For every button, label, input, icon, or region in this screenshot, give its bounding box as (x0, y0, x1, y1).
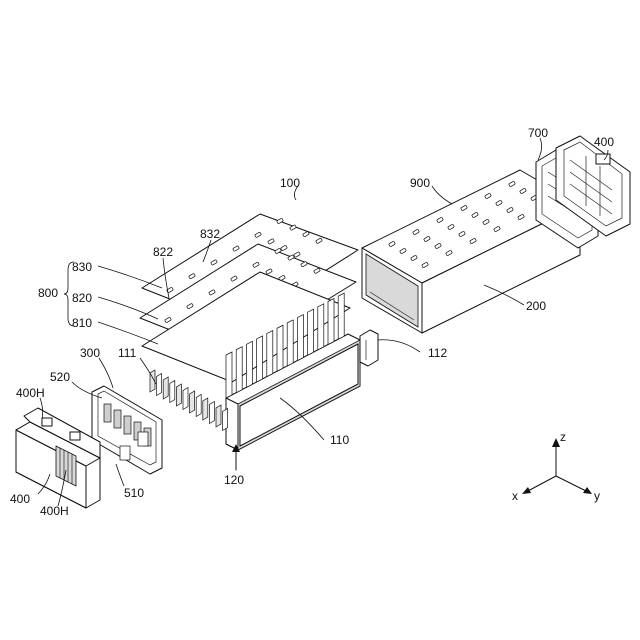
electrode-tab (170, 381, 175, 403)
electrode-tab (223, 409, 228, 431)
label-810: 810 (72, 316, 92, 330)
label-820: 820 (72, 291, 92, 305)
electrode-tab (163, 377, 168, 399)
cell-plate (328, 299, 334, 345)
label-100: 100 (280, 176, 300, 190)
connector-520 (138, 432, 148, 446)
label-700: 700 (528, 126, 548, 140)
electrode-tab (176, 384, 181, 406)
label-400H-bottom: 400H (40, 504, 69, 518)
label-510: 510 (124, 486, 144, 500)
electrode-tab (190, 391, 195, 413)
cell-plate (287, 320, 293, 366)
connector-510 (120, 446, 130, 460)
label-112: 112 (428, 346, 447, 360)
label-520: 520 (50, 370, 70, 384)
label-900: 900 (410, 176, 430, 190)
label-300: 300 (80, 346, 100, 360)
label-400H-top: 400H (16, 386, 45, 400)
cell-plate (277, 325, 283, 371)
label-200: 200 (526, 299, 546, 313)
label-120: 120 (224, 473, 244, 487)
cell-plate (226, 352, 232, 398)
axis-label-x: x (512, 489, 518, 503)
cell-plate (236, 347, 242, 393)
electrode-tab (183, 388, 188, 410)
cell-plate (338, 293, 344, 339)
label-110: 110 (330, 433, 349, 447)
busbar-segment (104, 404, 111, 422)
electrode-tab (209, 402, 214, 424)
label-111: 111 (118, 346, 137, 360)
cell-plate (257, 336, 263, 382)
electrode-tab (196, 395, 201, 417)
axis-label-z: z (560, 430, 566, 444)
bracket-112 (360, 330, 378, 366)
cell-plate (308, 309, 314, 355)
label-830: 830 (72, 260, 92, 274)
electrode-tab (203, 398, 208, 420)
label-400-top: 400 (594, 135, 614, 149)
cell-plate (246, 341, 252, 387)
label-800: 800 (38, 286, 58, 300)
busbar-segment (124, 416, 131, 434)
busbar-segment (114, 410, 121, 428)
cell-plate (318, 304, 324, 350)
cell-plate (297, 315, 303, 361)
axis-indicator: z x y (512, 430, 600, 503)
label-832: 832 (200, 227, 220, 241)
electrode-tab (216, 405, 221, 427)
label-822: 822 (153, 245, 173, 259)
cell-plate (267, 331, 273, 377)
axis-label-y: y (594, 489, 600, 503)
electrode-tab (157, 374, 162, 396)
label-400-bottom: 400 (10, 492, 30, 506)
